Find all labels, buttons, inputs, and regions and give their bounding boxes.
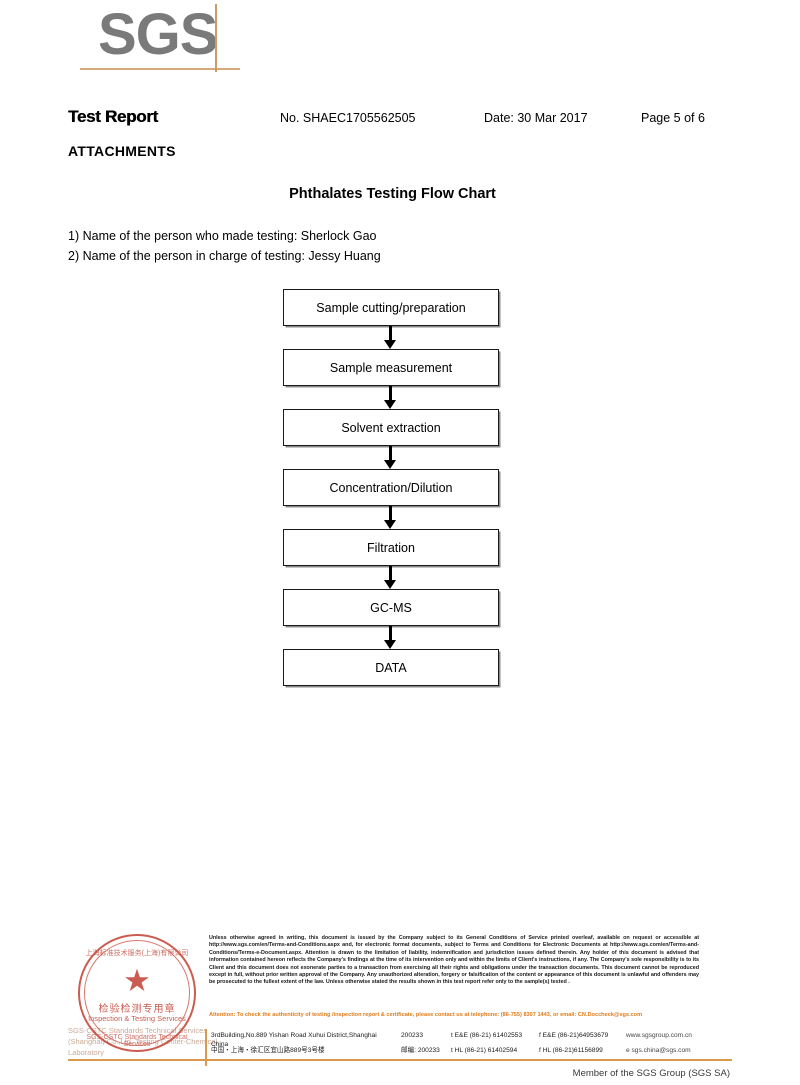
flow-arrow-2 (283, 386, 499, 409)
arrow-shaft (389, 506, 392, 523)
arrow-shaft (389, 446, 392, 463)
seal-english-label: Inspection & Testing Services (88, 1014, 186, 1023)
arrow-head-icon (384, 580, 396, 589)
flow-arrow-5 (283, 566, 499, 589)
arrow-head-icon (384, 400, 396, 409)
flow-node-data: DATA (283, 649, 499, 686)
flow-node-gc-ms: GC-MS (283, 589, 499, 626)
legal-disclaimer: Unless otherwise agreed in writing, this… (209, 935, 699, 986)
report-header: Test Report No. SHAEC1705562505 Date: 30… (68, 107, 732, 129)
address-line-cn: 中国・上海・徐汇区宜山路889号3号楼 (211, 1047, 325, 1054)
seal-inner-ring (84, 940, 190, 1046)
flow-node-concentration-dilution: Concentration/Dilution (283, 469, 499, 506)
telephone-en: t E&E (86-21) 61402553 (451, 1032, 523, 1039)
flow-arrow-1 (283, 326, 499, 349)
page-footer: SGS-CSTC Standards Technical Services (S… (0, 928, 800, 1085)
flow-node-filtration: Filtration (283, 529, 499, 566)
fax-cn: f HL (86-21)61156899 (539, 1047, 603, 1054)
star-icon: ★ (123, 963, 151, 998)
sgs-logo-text: SGS (98, 2, 218, 67)
website-link[interactable]: www.sgsgroup.com.cn (626, 1032, 692, 1039)
arrow-head-icon (384, 640, 396, 649)
flow-node-solvent-extraction: Solvent extraction (283, 409, 499, 446)
company-address-block: 3rdBuilding,No.889 Yishan Road Xuhui Dis… (211, 1030, 711, 1060)
page-title: Test Report (68, 107, 158, 126)
address-divider (205, 1029, 207, 1065)
section-heading-attachments: ATTACHMENTS (68, 143, 176, 159)
attention-notice: Attention: To check the authenticity of … (209, 1012, 643, 1018)
flow-arrow-3 (283, 446, 499, 469)
arrow-shaft (389, 326, 392, 343)
page-number: Page 5 of 6 (641, 111, 705, 125)
telephone-cn: t HL (86-21) 61402594 (451, 1047, 518, 1054)
logo-horizontal-rule (80, 68, 240, 70)
address-row-en: 3rdBuilding,No.889 Yishan Road Xuhui Dis… (211, 1030, 711, 1048)
sgs-logo: SGS (68, 2, 368, 84)
note-supervisor: 2) Name of the person in charge of testi… (68, 249, 381, 263)
email-link[interactable]: e sgs.china@sgs.com (626, 1047, 691, 1054)
company-seal-stamp: 上海标准技术服务(上海)有限公司 ★ 检验检测专用章 Inspection & … (78, 934, 196, 1052)
flow-node-sample-measurement: Sample measurement (283, 349, 499, 386)
flow-chart-title: Phthalates Testing Flow Chart (289, 186, 496, 202)
address-line-en: 3rdBuilding,No.889 Yishan Road Xuhui Dis… (211, 1032, 377, 1048)
member-of-sgs-group: Member of the SGS Group (SGS SA) (572, 1068, 730, 1079)
zip-en: 200233 (401, 1032, 424, 1039)
arrow-shaft (389, 626, 392, 643)
seal-arc-bottom-text: SGS-CSTC Standards Technical Services (86, 1034, 188, 1048)
arrow-head-icon (384, 460, 396, 469)
report-date: Date: 30 Mar 2017 (484, 111, 588, 125)
flow-node-sample-cutting: Sample cutting/preparation (283, 289, 499, 326)
footer-horizontal-rule (68, 1059, 732, 1061)
flow-arrow-4 (283, 506, 499, 529)
arrow-shaft (389, 386, 392, 403)
zip-cn: 邮编: 200233 (401, 1047, 440, 1054)
report-number: No. SHAEC1705562505 (280, 111, 416, 125)
address-row-cn: 中国・上海・徐汇区宜山路889号3号楼 邮编: 200233 t HL (86-… (211, 1045, 711, 1060)
fax-en: f E&E (86-21)64953679 (539, 1032, 609, 1039)
logo-vertical-rule (215, 4, 217, 72)
note-tester: 1) Name of the person who made testing: … (68, 229, 377, 243)
flow-arrow-6 (283, 626, 499, 649)
seal-chinese-label: 检验检测专用章 (98, 1004, 176, 1015)
phthalates-testing-flow-chart: Sample cutting/preparation Sample measur… (283, 289, 501, 686)
seal-arc-top-text: 上海标准技术服务(上海)有限公司 (85, 950, 189, 957)
arrow-head-icon (384, 340, 396, 349)
footer-tick-mark (205, 1059, 207, 1066)
arrow-shaft (389, 566, 392, 583)
arrow-head-icon (384, 520, 396, 529)
